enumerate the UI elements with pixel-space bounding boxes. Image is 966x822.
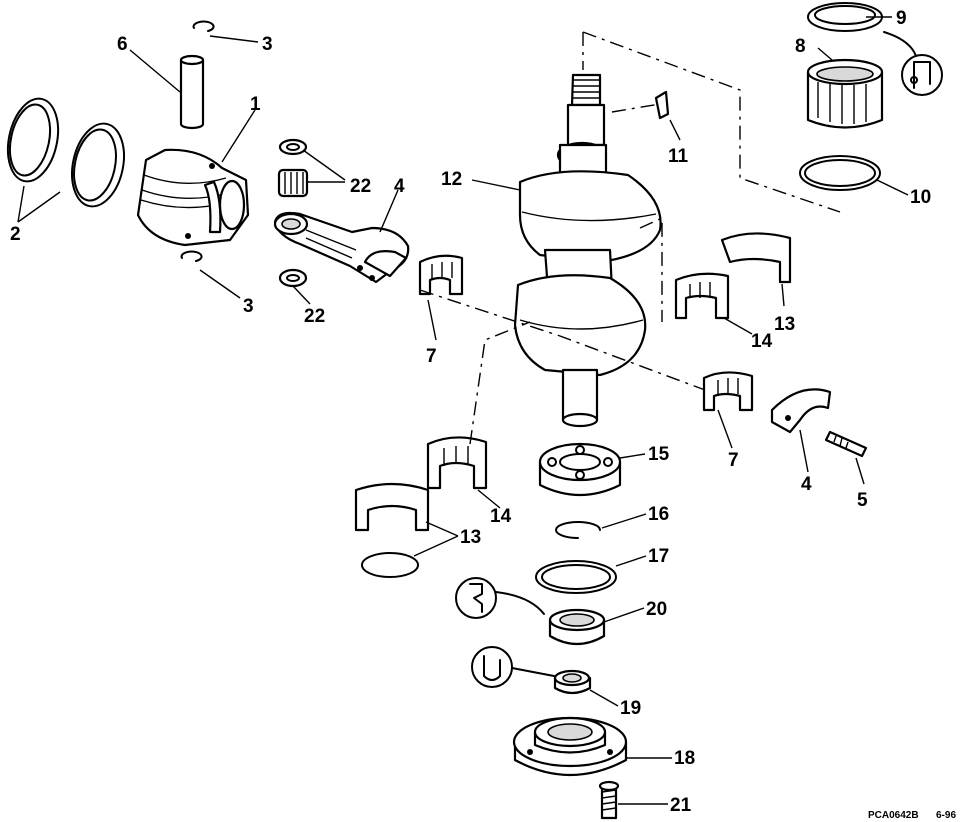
- upper-main-bearing-assembly: [799, 2, 884, 191]
- retaining-ring-bottom: [180, 250, 203, 262]
- callout-16: 16: [648, 504, 669, 525]
- callout-18: 18: [674, 748, 695, 769]
- callout-4-rod: 4: [394, 176, 405, 197]
- callout-20: 20: [646, 599, 667, 620]
- callout-21: 21: [670, 795, 692, 816]
- callout-3-top: 3: [262, 34, 273, 55]
- sealer-icon-20: [455, 577, 545, 619]
- callout-2: 2: [10, 224, 21, 245]
- callout-11: 11: [668, 146, 689, 167]
- callout-13-left: 13: [460, 527, 481, 548]
- callout-14-left: 14: [490, 506, 512, 527]
- callout-7-left: 7: [426, 346, 437, 367]
- callout-15: 15: [648, 444, 670, 465]
- callout-19: 19: [620, 698, 641, 719]
- wrist-pin: [179, 54, 205, 130]
- callout-12: 12: [441, 169, 462, 190]
- figure-code: PCA0642B: [868, 810, 919, 821]
- callout-1: 1: [250, 94, 261, 115]
- bearing-cages: [354, 232, 792, 578]
- woodruff-key: [654, 90, 670, 120]
- figure-revision: 6-96: [936, 810, 956, 821]
- callout-7-right: 7: [728, 450, 739, 471]
- assembly-lines: [419, 31, 841, 445]
- housing-bolt: [598, 780, 620, 820]
- seal-ring-17: [535, 560, 617, 594]
- callout-10: 10: [910, 187, 931, 208]
- small-seal: [553, 669, 592, 695]
- callout-8: 8: [795, 36, 806, 57]
- callout-5: 5: [857, 490, 868, 511]
- sealer-icon-19: [471, 646, 555, 688]
- lower-seal: [548, 608, 606, 646]
- callout-4-cap: 4: [801, 474, 812, 495]
- rod-cap-and-screw: [770, 388, 868, 458]
- callout-14-right: 14: [751, 331, 773, 352]
- crankshaft: [513, 73, 662, 428]
- leader-lines: [17, 16, 909, 805]
- retaining-ring-16: [555, 521, 601, 539]
- callout-13-right: 13: [774, 314, 795, 335]
- callout-17: 17: [648, 546, 669, 567]
- piston: [136, 148, 250, 247]
- lubricant-icon-9: [883, 31, 943, 96]
- ball-bearing: [538, 442, 622, 497]
- lower-bearing-housing: [512, 716, 628, 777]
- wrist-pin-needle-bearing: [277, 138, 309, 288]
- callout-22-bottom: 22: [304, 306, 325, 327]
- connecting-rod: [273, 211, 410, 284]
- retaining-ring-top: [192, 20, 215, 32]
- callout-6: 6: [117, 34, 128, 55]
- piston-rings: [6, 97, 125, 208]
- callout-9: 9: [896, 8, 907, 29]
- callout-3-bottom: 3: [243, 296, 254, 317]
- callout-22-top: 22: [350, 176, 371, 197]
- callouts: 1 2 3 3 6 22 22 4 7 12 11 9 8 10 13 14 7…: [10, 8, 931, 816]
